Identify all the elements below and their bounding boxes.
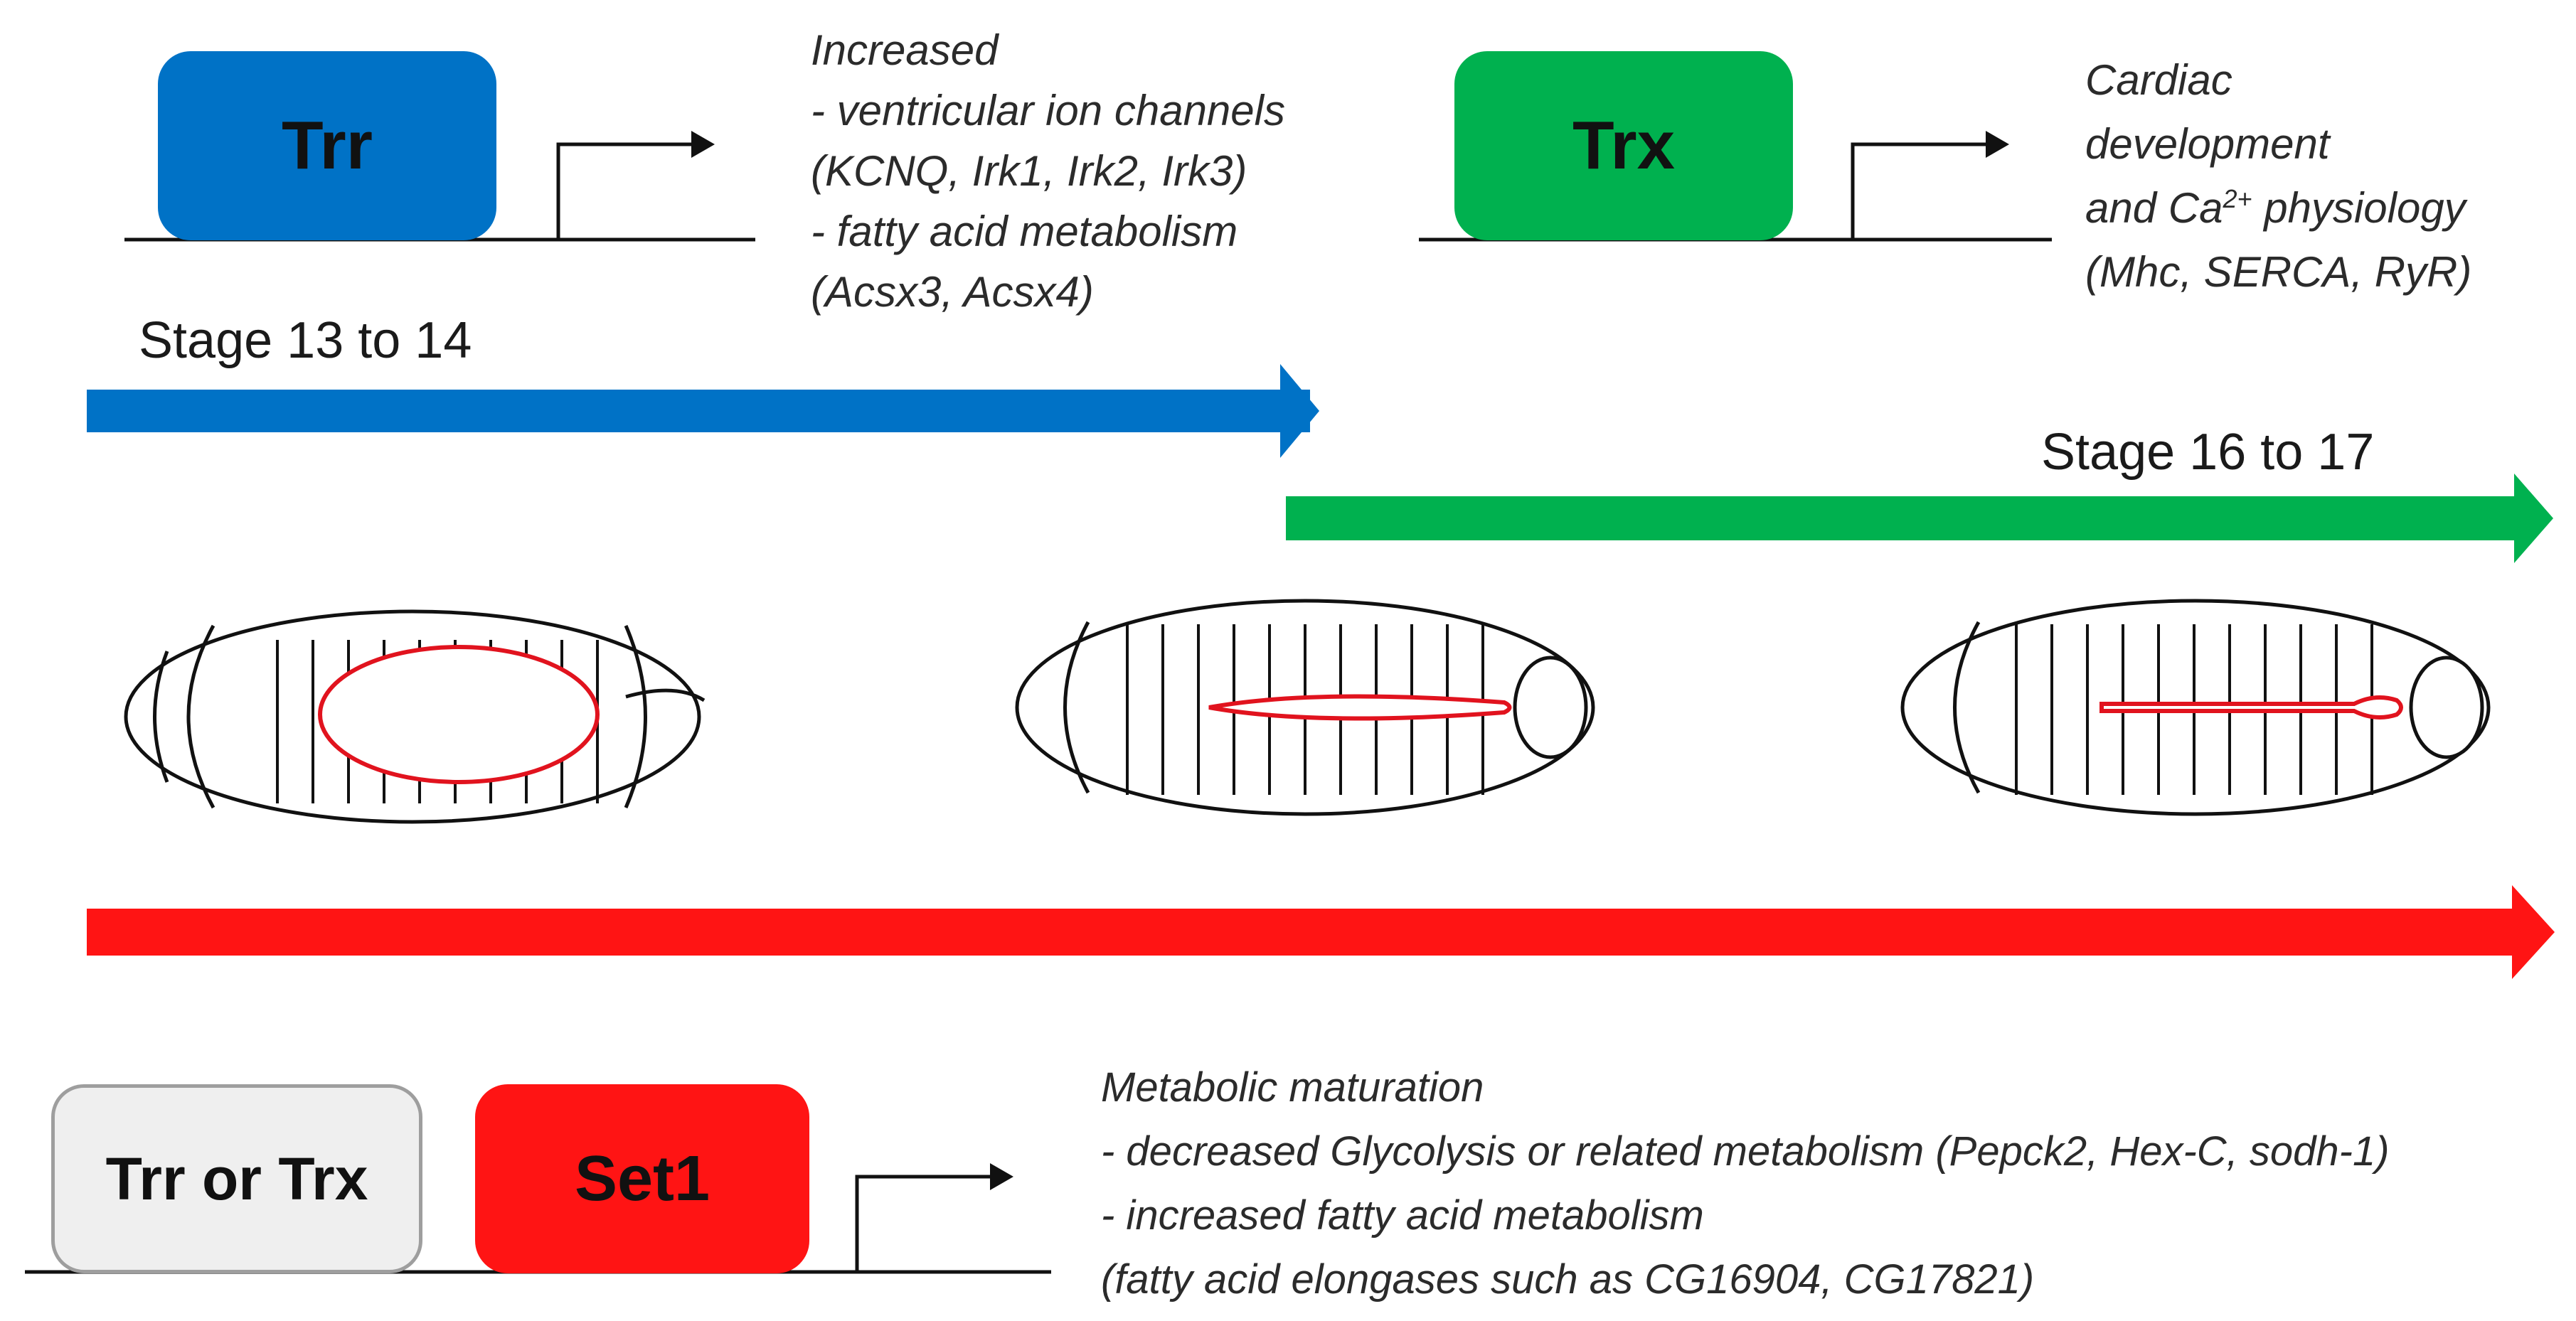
timeline-arrow-icon xyxy=(87,364,1321,458)
trx-target-note: Cardiac development and Ca2+ physiology … xyxy=(2085,48,2471,304)
set1-target-note: Metabolic maturation - decreased Glycoly… xyxy=(1101,1056,2390,1312)
embryo-icon xyxy=(1900,599,2491,816)
promoter-arrow-icon xyxy=(556,142,693,240)
trx-note-line4: (Mhc, SERCA, RyR) xyxy=(2085,248,2472,296)
gene-label-trr: Trr xyxy=(281,107,373,183)
gene-box-set1: Set1 xyxy=(475,1084,809,1273)
promoter-arrow-icon xyxy=(855,1175,992,1272)
embryo-icon xyxy=(124,609,706,824)
stage-label-late: Stage 16 to 17 xyxy=(2041,424,2375,481)
trx-note-line3: and Ca2+ physiology xyxy=(2085,176,2471,240)
trx-note-line3-post: physiology xyxy=(2252,184,2466,232)
stage-label-early: Stage 13 to 14 xyxy=(139,312,472,369)
gene-label-trx: Trx xyxy=(1572,107,1676,183)
trr-note-line1: Increased xyxy=(811,26,999,74)
promoter-arrowhead xyxy=(691,131,715,158)
promoter-arrowhead xyxy=(990,1163,1013,1190)
gene-label-trr-or-trx: Trr or Trx xyxy=(105,1145,368,1212)
gene-box-trr: Trr xyxy=(158,51,496,240)
timeline-arrow-icon xyxy=(87,885,2555,979)
trr-note-line5: (Acsx3, Acsx4) xyxy=(811,268,1094,316)
gene-box-trx: Trx xyxy=(1454,51,1793,240)
gene-box-trr-or-trx: Trr or Trx xyxy=(51,1084,422,1273)
set1-note-line3: - increased fatty acid metabolism xyxy=(1101,1192,1704,1239)
set1-note-line4: (fatty acid elongases such as CG16904, C… xyxy=(1101,1256,2035,1303)
trr-note-line4: - fatty acid metabolism xyxy=(811,208,1238,255)
trr-target-note: Increased - ventricular ion channels (KC… xyxy=(811,20,1285,322)
trx-note-line1: Cardiac xyxy=(2085,56,2232,104)
trr-note-line3: (KCNQ, Irk1, Irk2, Irk3) xyxy=(811,147,1247,195)
trr-note-line2: - ventricular ion channels xyxy=(811,87,1286,134)
timeline-arrow-icon xyxy=(1286,474,2553,563)
trx-note-line3-sup: 2+ xyxy=(2223,184,2252,213)
set1-note-line1: Metabolic maturation xyxy=(1101,1064,1484,1111)
trx-note-line2: development xyxy=(2085,120,2330,168)
promoter-arrow-icon xyxy=(1851,142,1988,240)
promoter-arrowhead xyxy=(1986,131,2009,158)
set1-note-line2: - decreased Glycolysis or related metabo… xyxy=(1101,1128,2390,1175)
gene-label-set1: Set1 xyxy=(574,1143,710,1214)
trx-note-line3-pre: and Ca xyxy=(2085,184,2223,232)
embryo-icon xyxy=(1015,599,1595,816)
